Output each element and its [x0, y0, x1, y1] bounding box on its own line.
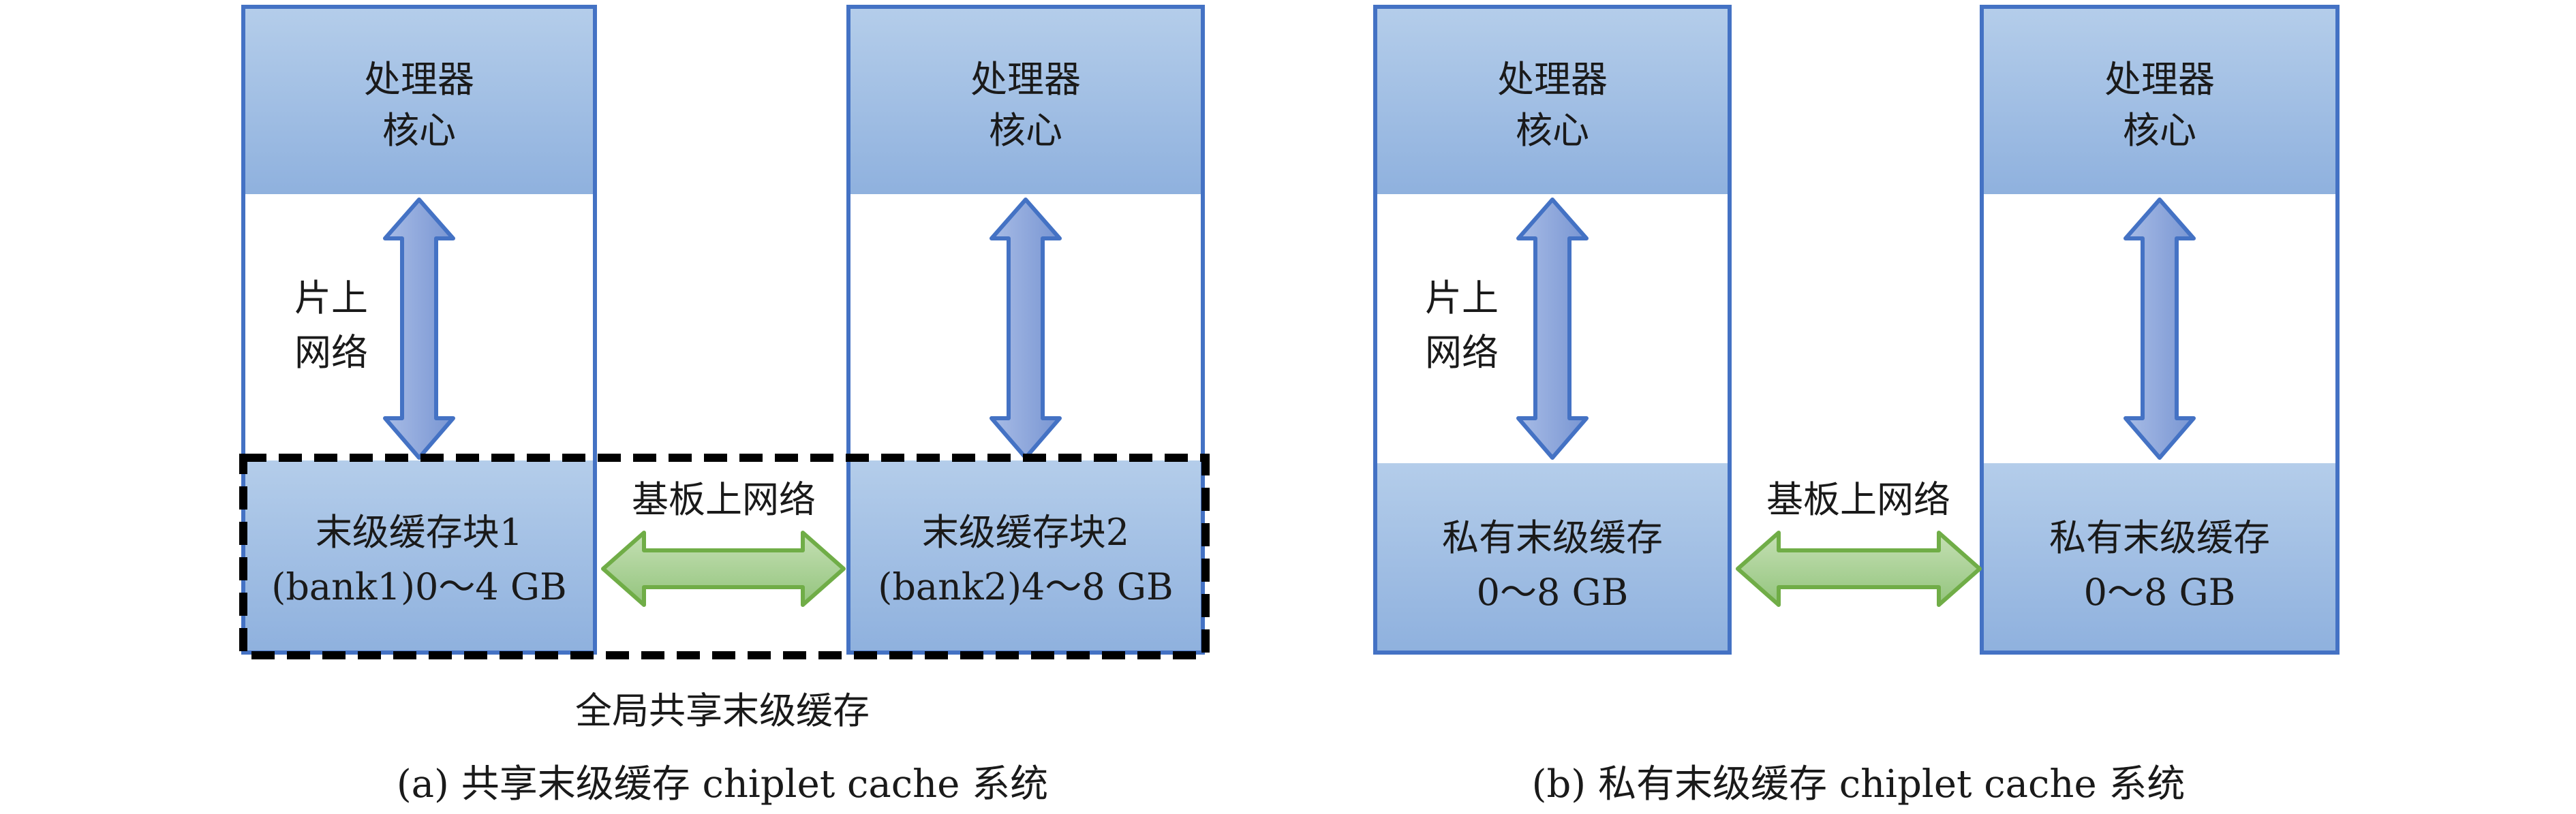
core-label-line2: 核心 [1516, 109, 1589, 152]
on-chip-network-label-line1: 片上 [1425, 277, 1499, 319]
panel-b: 处理器 核心 片上 网络 私有末级缓存 0～8 GB 处理器 核心 私有末级缓存… [1373, 5, 2340, 807]
chiplet-b1: 处理器 核心 片上 网络 私有末级缓存 0～8 GB [1373, 5, 1732, 655]
core-label-line1: 处理器 [970, 58, 1081, 101]
processor-core-block [245, 9, 593, 194]
processor-core-block [850, 9, 1201, 194]
llc-bank-label-line1: 末级缓存块2 [922, 511, 1129, 554]
panel-a: 处理器 核心 片上 网络 末级缓存块1 (bank1)0～4 GB 处理器 核心… [239, 5, 1210, 807]
panel-a-caption: (a) 共享末级缓存 chiplet cache 系统 [397, 762, 1048, 807]
shared-llc-dashed-group [239, 454, 1210, 659]
llc-bank-label-line2: (bank2)4～8 GB [878, 565, 1173, 608]
core-label-line1: 处理器 [364, 58, 474, 101]
on-chip-network-label-line2: 网络 [294, 331, 368, 374]
llc-bank-label-line1: 末级缓存块1 [316, 511, 523, 554]
chiplet-a2: 处理器 核心 末级缓存块2 (bank2)4～8 GB [846, 5, 1205, 655]
on-chip-network-arrow [383, 198, 455, 460]
private-llc-label-line2: 0～8 GB [2084, 571, 2236, 614]
on-chip-network-arrow [2123, 198, 2196, 460]
core-label-line2: 核心 [382, 109, 456, 152]
processor-core-block [1377, 9, 1728, 194]
core-label-line1: 处理器 [2104, 58, 2215, 101]
llc-bank-block [850, 460, 1201, 651]
interposer-network-arrow [1736, 531, 1982, 607]
private-llc-block [1984, 463, 2335, 651]
interposer-network-arrow [601, 531, 846, 607]
shared-llc-label: 全局共享末级缓存 [575, 689, 870, 732]
llc-bank-label-line2: (bank1)0～4 GB [271, 565, 566, 608]
private-llc-label-line2: 0～8 GB [1477, 571, 1629, 614]
panel-b-caption: (b) 私有末级缓存 chiplet cache 系统 [1532, 762, 2186, 807]
processor-core-block [1984, 9, 2335, 194]
private-llc-label-line1: 私有末级缓存 [1442, 516, 1663, 559]
core-label-line1: 处理器 [1497, 58, 1608, 101]
interposer-network-label: 基板上网络 [1766, 478, 1950, 521]
core-label-line2: 核心 [989, 109, 1062, 152]
on-chip-network-label-line1: 片上 [294, 277, 368, 319]
private-llc-label-line1: 私有末级缓存 [2049, 516, 2270, 559]
chiplet-b2: 处理器 核心 私有末级缓存 0～8 GB [1980, 5, 2340, 655]
private-llc-block [1377, 463, 1728, 651]
llc-bank-block [245, 460, 593, 651]
chiplet-a1: 处理器 核心 片上 网络 末级缓存块1 (bank1)0～4 GB [241, 5, 597, 655]
core-label-line2: 核心 [2123, 109, 2196, 152]
on-chip-network-arrow [1516, 198, 1589, 460]
on-chip-network-label-line2: 网络 [1425, 331, 1499, 374]
interposer-network-label: 基板上网络 [632, 478, 816, 521]
